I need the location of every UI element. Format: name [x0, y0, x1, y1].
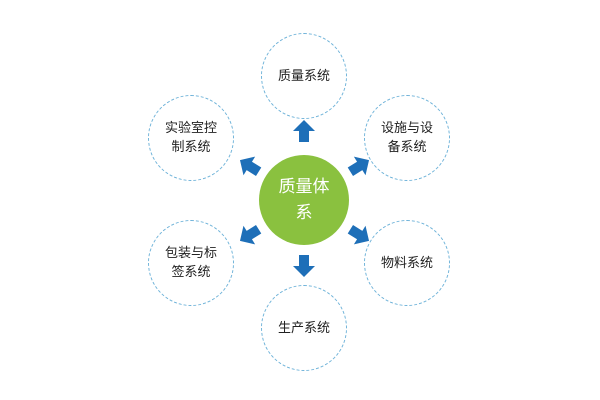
arrow-to-production-system	[293, 255, 315, 277]
node-materials-system-label: 物料系统	[380, 255, 433, 271]
node-production-system: 生产系统	[261, 285, 347, 371]
arrow-to-materials-system	[347, 224, 370, 245]
node-laboratory-control-system: 实验室控 制系统	[148, 95, 234, 181]
arrow-to-laboratory-control-system	[239, 156, 262, 177]
center-node-label: 质量体 系	[278, 177, 330, 223]
node-facility-equipment-system-label: 设施与设 备系统	[380, 121, 433, 155]
node-quality-system: 质量系统	[261, 33, 347, 119]
node-packaging-labeling-system-label: 包装与标 签系统	[164, 246, 217, 280]
node-quality-system-label: 质量系统	[277, 68, 330, 84]
node-facility-equipment-system: 设施与设 备系统	[364, 95, 450, 181]
node-laboratory-control-system-label: 实验室控 制系统	[164, 121, 217, 155]
node-production-system-label: 生产系统	[277, 320, 330, 336]
node-packaging-labeling-system: 包装与标 签系统	[148, 220, 234, 306]
node-materials-system: 物料系统	[364, 220, 450, 306]
arrow-to-facility-equipment-system	[347, 156, 370, 177]
center-node: 质量体 系	[259, 155, 349, 245]
arrow-to-packaging-labeling-system	[239, 224, 262, 245]
arrow-to-quality-system	[293, 120, 315, 142]
